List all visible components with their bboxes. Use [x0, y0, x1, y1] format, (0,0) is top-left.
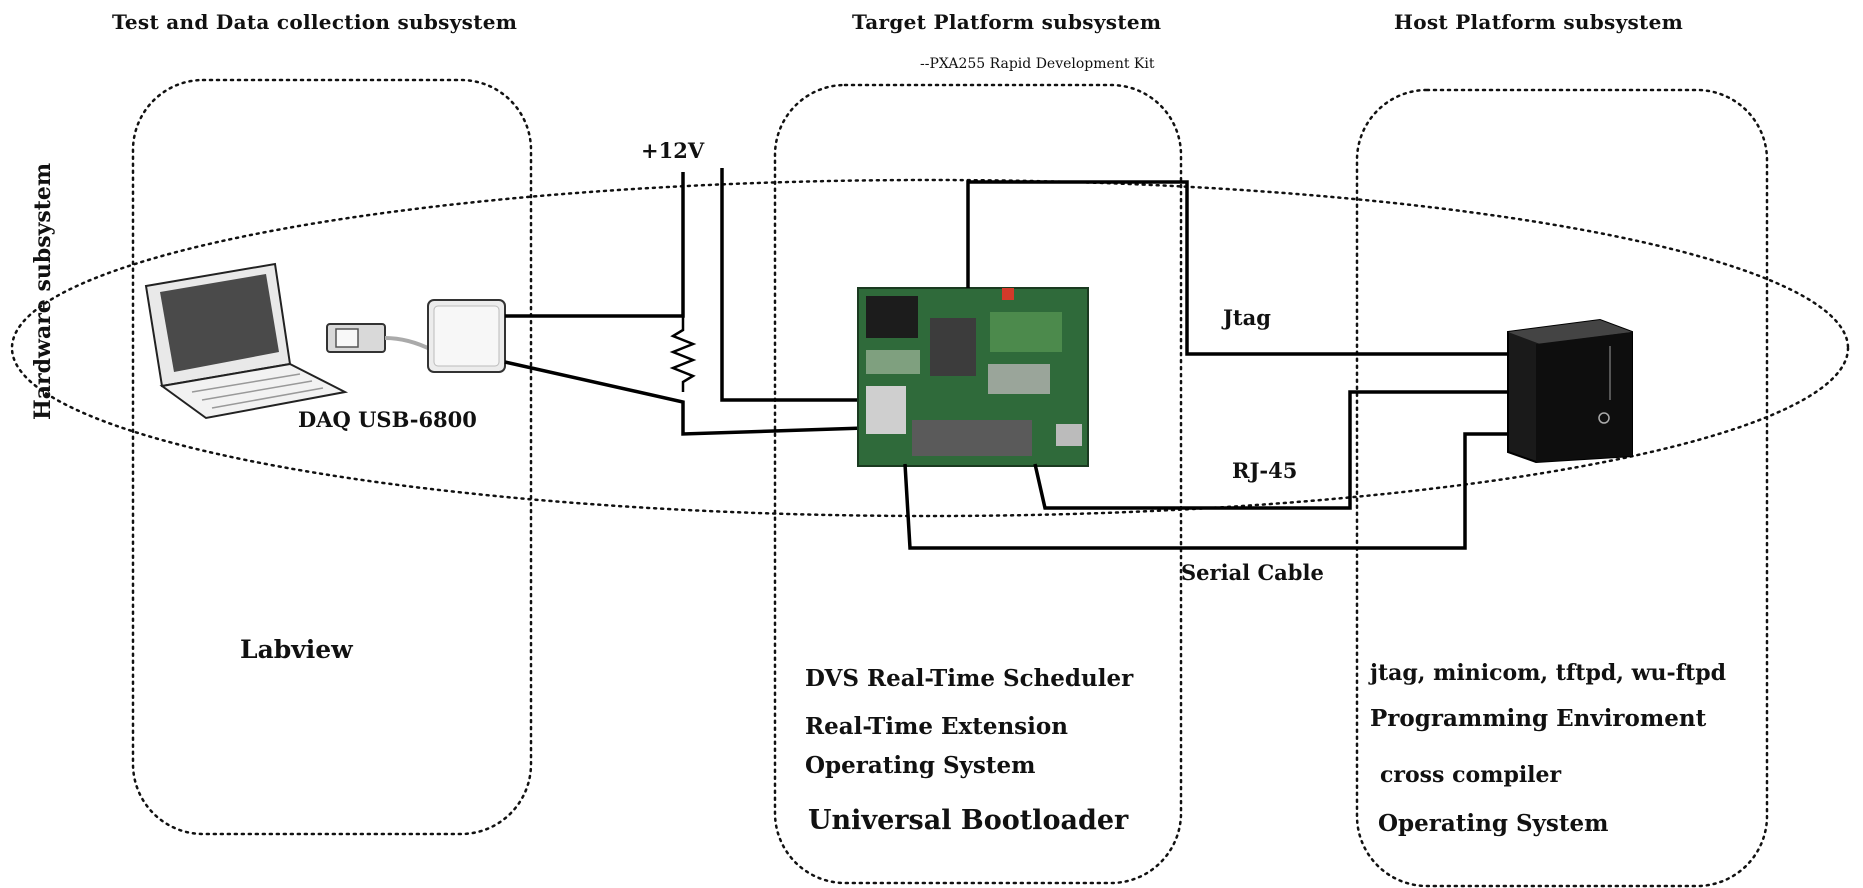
rj45-cable — [1033, 390, 1510, 510]
test-data-region — [131, 78, 533, 836]
target-software-item: Real-Time Extension — [805, 713, 1068, 740]
test-software-item: Labview — [240, 635, 353, 664]
daq-label: DAQ USB-6800 — [298, 407, 477, 432]
jtag-label: Jtag — [1223, 305, 1271, 330]
header-host: Host Platform subsystem — [1394, 10, 1684, 34]
desktop-tower-icon — [1507, 318, 1633, 464]
hardware-region — [10, 178, 1850, 518]
header-target-sub: --PXA255 Rapid Development Kit — [920, 56, 1155, 72]
header-test-data: Test and Data collection subsystem — [112, 10, 518, 34]
target-software-item: Operating System — [805, 752, 1036, 779]
rj45-label: RJ-45 — [1232, 458, 1298, 483]
host-platform-region — [1355, 88, 1769, 888]
daq-device-icon — [427, 299, 506, 373]
hardware-subsystem-label: Hardware subsystem — [30, 162, 56, 420]
target-software-item: Universal Bootloader — [808, 805, 1129, 836]
target-software-item: DVS Real-Time Scheduler — [805, 665, 1134, 692]
usb-plug-icon — [326, 323, 433, 353]
target-platform-region — [773, 83, 1183, 885]
dev-board-icon — [857, 287, 1089, 467]
power-label: +12V — [641, 138, 705, 163]
serial-label: Serial Cable — [1181, 560, 1324, 585]
host-software-item: jtag, minicom, tftpd, wu-ftpd — [1370, 660, 1727, 686]
power-wires — [504, 168, 866, 436]
host-software-item: Operating System — [1378, 810, 1609, 837]
serial-cable — [903, 432, 1510, 550]
host-software-item: cross compiler — [1380, 762, 1562, 788]
header-target: Target Platform subsystem — [852, 10, 1162, 34]
resistor-icon — [669, 316, 697, 392]
jtag-cable — [966, 180, 1510, 356]
laptop-icon — [144, 262, 349, 420]
host-software-item: Programming Enviroment — [1370, 705, 1707, 732]
